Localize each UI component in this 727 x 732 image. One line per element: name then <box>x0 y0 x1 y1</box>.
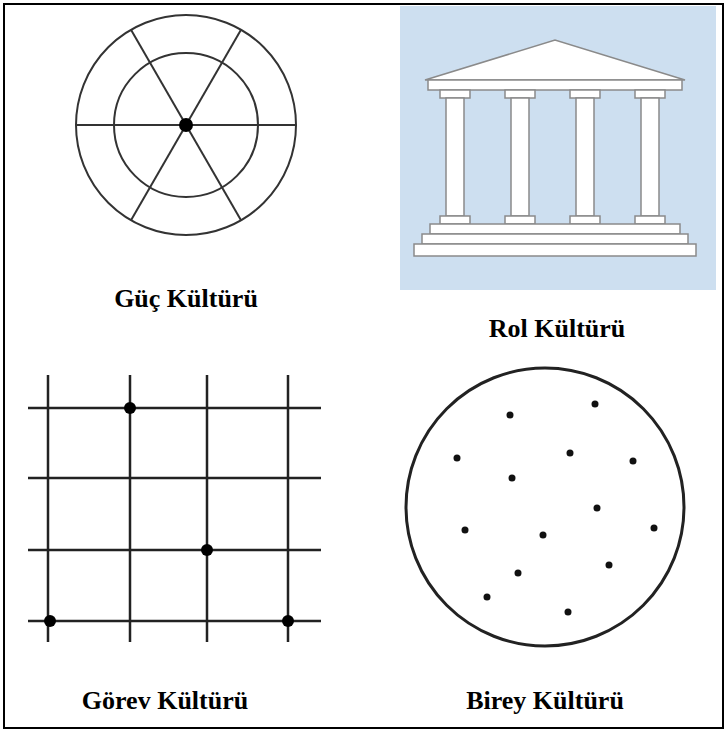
grid-line <box>28 549 321 552</box>
dot <box>509 475 516 482</box>
node-dot <box>44 615 56 627</box>
column-base <box>635 216 665 224</box>
spoke <box>131 30 241 221</box>
capital <box>635 90 665 98</box>
dot <box>592 401 599 408</box>
cluster-dots <box>454 401 658 616</box>
step <box>422 234 688 244</box>
column <box>576 98 594 216</box>
step <box>430 224 680 234</box>
dot <box>630 458 637 465</box>
culture-caption: Birey Kültürü <box>466 686 624 716</box>
grid-line <box>47 375 50 642</box>
dot <box>462 527 469 534</box>
culture-caption: Güç Kültürü <box>114 284 258 314</box>
culture-caption: Görev Kültürü <box>82 686 248 716</box>
grid-line <box>206 375 209 642</box>
culture-caption: Rol Kültürü <box>489 314 626 344</box>
column <box>641 98 659 216</box>
dot <box>515 570 522 577</box>
temple-background <box>400 6 716 290</box>
grid-line <box>287 375 290 642</box>
capital <box>505 90 535 98</box>
dot <box>454 455 461 462</box>
temple-symbol <box>414 40 696 256</box>
outer-frame <box>4 4 723 728</box>
capital <box>440 90 470 98</box>
column-base <box>440 216 470 224</box>
dot <box>651 525 658 532</box>
cluster-circle <box>406 368 684 646</box>
architrave <box>428 80 682 90</box>
dot <box>507 412 514 419</box>
pediment <box>425 40 685 80</box>
step <box>414 244 696 256</box>
column <box>511 98 529 216</box>
outer-ring <box>76 15 296 235</box>
dot <box>606 562 613 569</box>
web-symbol <box>76 15 296 235</box>
column-base <box>505 216 535 224</box>
node-dot <box>201 544 213 556</box>
grid-line <box>28 407 321 410</box>
grid-line <box>28 477 321 480</box>
grid-line <box>28 620 321 623</box>
net-nodes <box>44 402 294 627</box>
dot <box>594 505 601 512</box>
dot <box>567 450 574 457</box>
node-dot <box>282 615 294 627</box>
dot <box>484 594 491 601</box>
dot <box>540 532 547 539</box>
spoke <box>131 30 241 221</box>
grid-line <box>129 375 132 642</box>
capital <box>570 90 600 98</box>
column-base <box>570 216 600 224</box>
center-dot <box>179 118 193 132</box>
node-dot <box>124 402 136 414</box>
net-symbol <box>28 375 321 642</box>
dot <box>565 609 572 616</box>
column <box>446 98 464 216</box>
